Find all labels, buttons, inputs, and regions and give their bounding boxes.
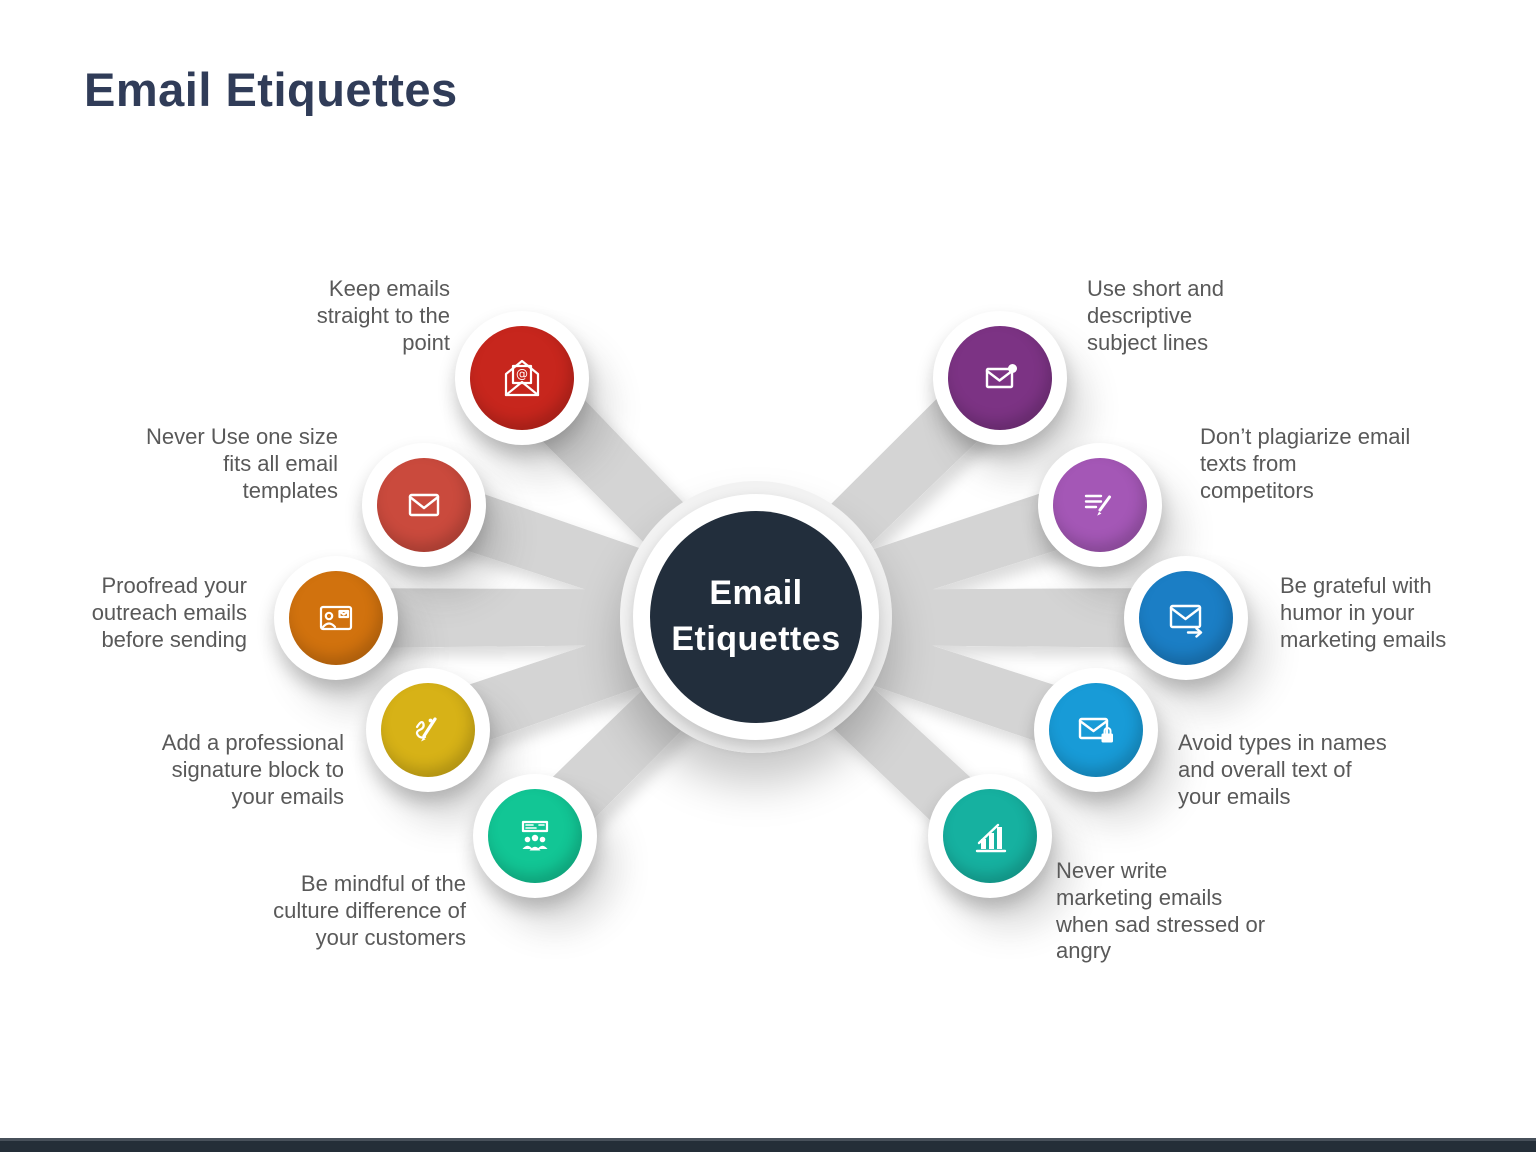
hub-ring: Email Etiquettes bbox=[633, 494, 879, 740]
topic-node-culture bbox=[473, 774, 597, 898]
compose-edit-icon bbox=[1076, 481, 1124, 516]
audience-board-icon bbox=[511, 812, 559, 851]
node-disc bbox=[943, 789, 1037, 883]
closed-envelope-icon bbox=[400, 481, 448, 529]
topic-label-one-size: Never Use one size fits all email templa… bbox=[146, 424, 338, 503]
hub-label: Email Etiquettes bbox=[650, 511, 862, 723]
topic-node-grateful bbox=[1124, 556, 1248, 680]
node-disc bbox=[1139, 571, 1233, 665]
node-disc bbox=[1053, 458, 1147, 552]
node-disc bbox=[381, 683, 475, 777]
topic-node-keep-emails: @ bbox=[455, 311, 589, 445]
topic-label-plagiarize: Don’t plagiarize email texts from compet… bbox=[1200, 424, 1411, 503]
topic-node-never-sad bbox=[928, 774, 1052, 898]
topic-label-proofread: Proofread your outreach emails before se… bbox=[91, 573, 247, 652]
topic-node-proofread bbox=[274, 556, 398, 680]
topic-node-signature bbox=[366, 668, 490, 792]
node-disc bbox=[948, 326, 1052, 430]
topic-node-one-size bbox=[362, 443, 486, 567]
svg-text:@: @ bbox=[516, 367, 528, 381]
topic-label-never-sad: Never write marketing emails when sad st… bbox=[1056, 858, 1266, 964]
node-disc bbox=[488, 789, 582, 883]
topic-label-grateful: Be grateful with humor in your marketing… bbox=[1280, 573, 1447, 652]
node-disc bbox=[289, 571, 383, 665]
envelope-lock-icon bbox=[1072, 706, 1113, 743]
node-disc: @ bbox=[470, 326, 574, 430]
envelope-send-icon bbox=[1162, 594, 1210, 642]
page-title: Email Etiquettes bbox=[84, 63, 458, 116]
bar-chart-icon bbox=[966, 812, 1014, 860]
topic-label-keep-emails: Keep emails straight to the point bbox=[316, 276, 450, 355]
topic-label-culture: Be mindful of the culture difference of … bbox=[273, 871, 466, 950]
topic-label-avoid-typos: Avoid types in names and overall text of… bbox=[1178, 730, 1387, 809]
slide-footer-bar bbox=[0, 1138, 1536, 1152]
topic-node-plagiarize bbox=[1038, 443, 1162, 567]
signature-pen-icon bbox=[404, 706, 452, 742]
node-disc bbox=[1049, 683, 1143, 777]
hub-circle: Email Etiquettes bbox=[620, 481, 892, 753]
topic-node-avoid-typos bbox=[1034, 668, 1158, 792]
contact-card-icon bbox=[312, 594, 360, 642]
topic-node-subject-lines bbox=[933, 311, 1067, 445]
topic-label-signature: Add a professional signature block to yo… bbox=[161, 730, 344, 809]
topic-label-subject-lines: Use short and descriptive subject lines bbox=[1087, 276, 1224, 355]
node-disc bbox=[377, 458, 471, 552]
envelope-notification-icon bbox=[976, 364, 1017, 402]
open-envelope-at-icon: @ bbox=[498, 354, 546, 402]
